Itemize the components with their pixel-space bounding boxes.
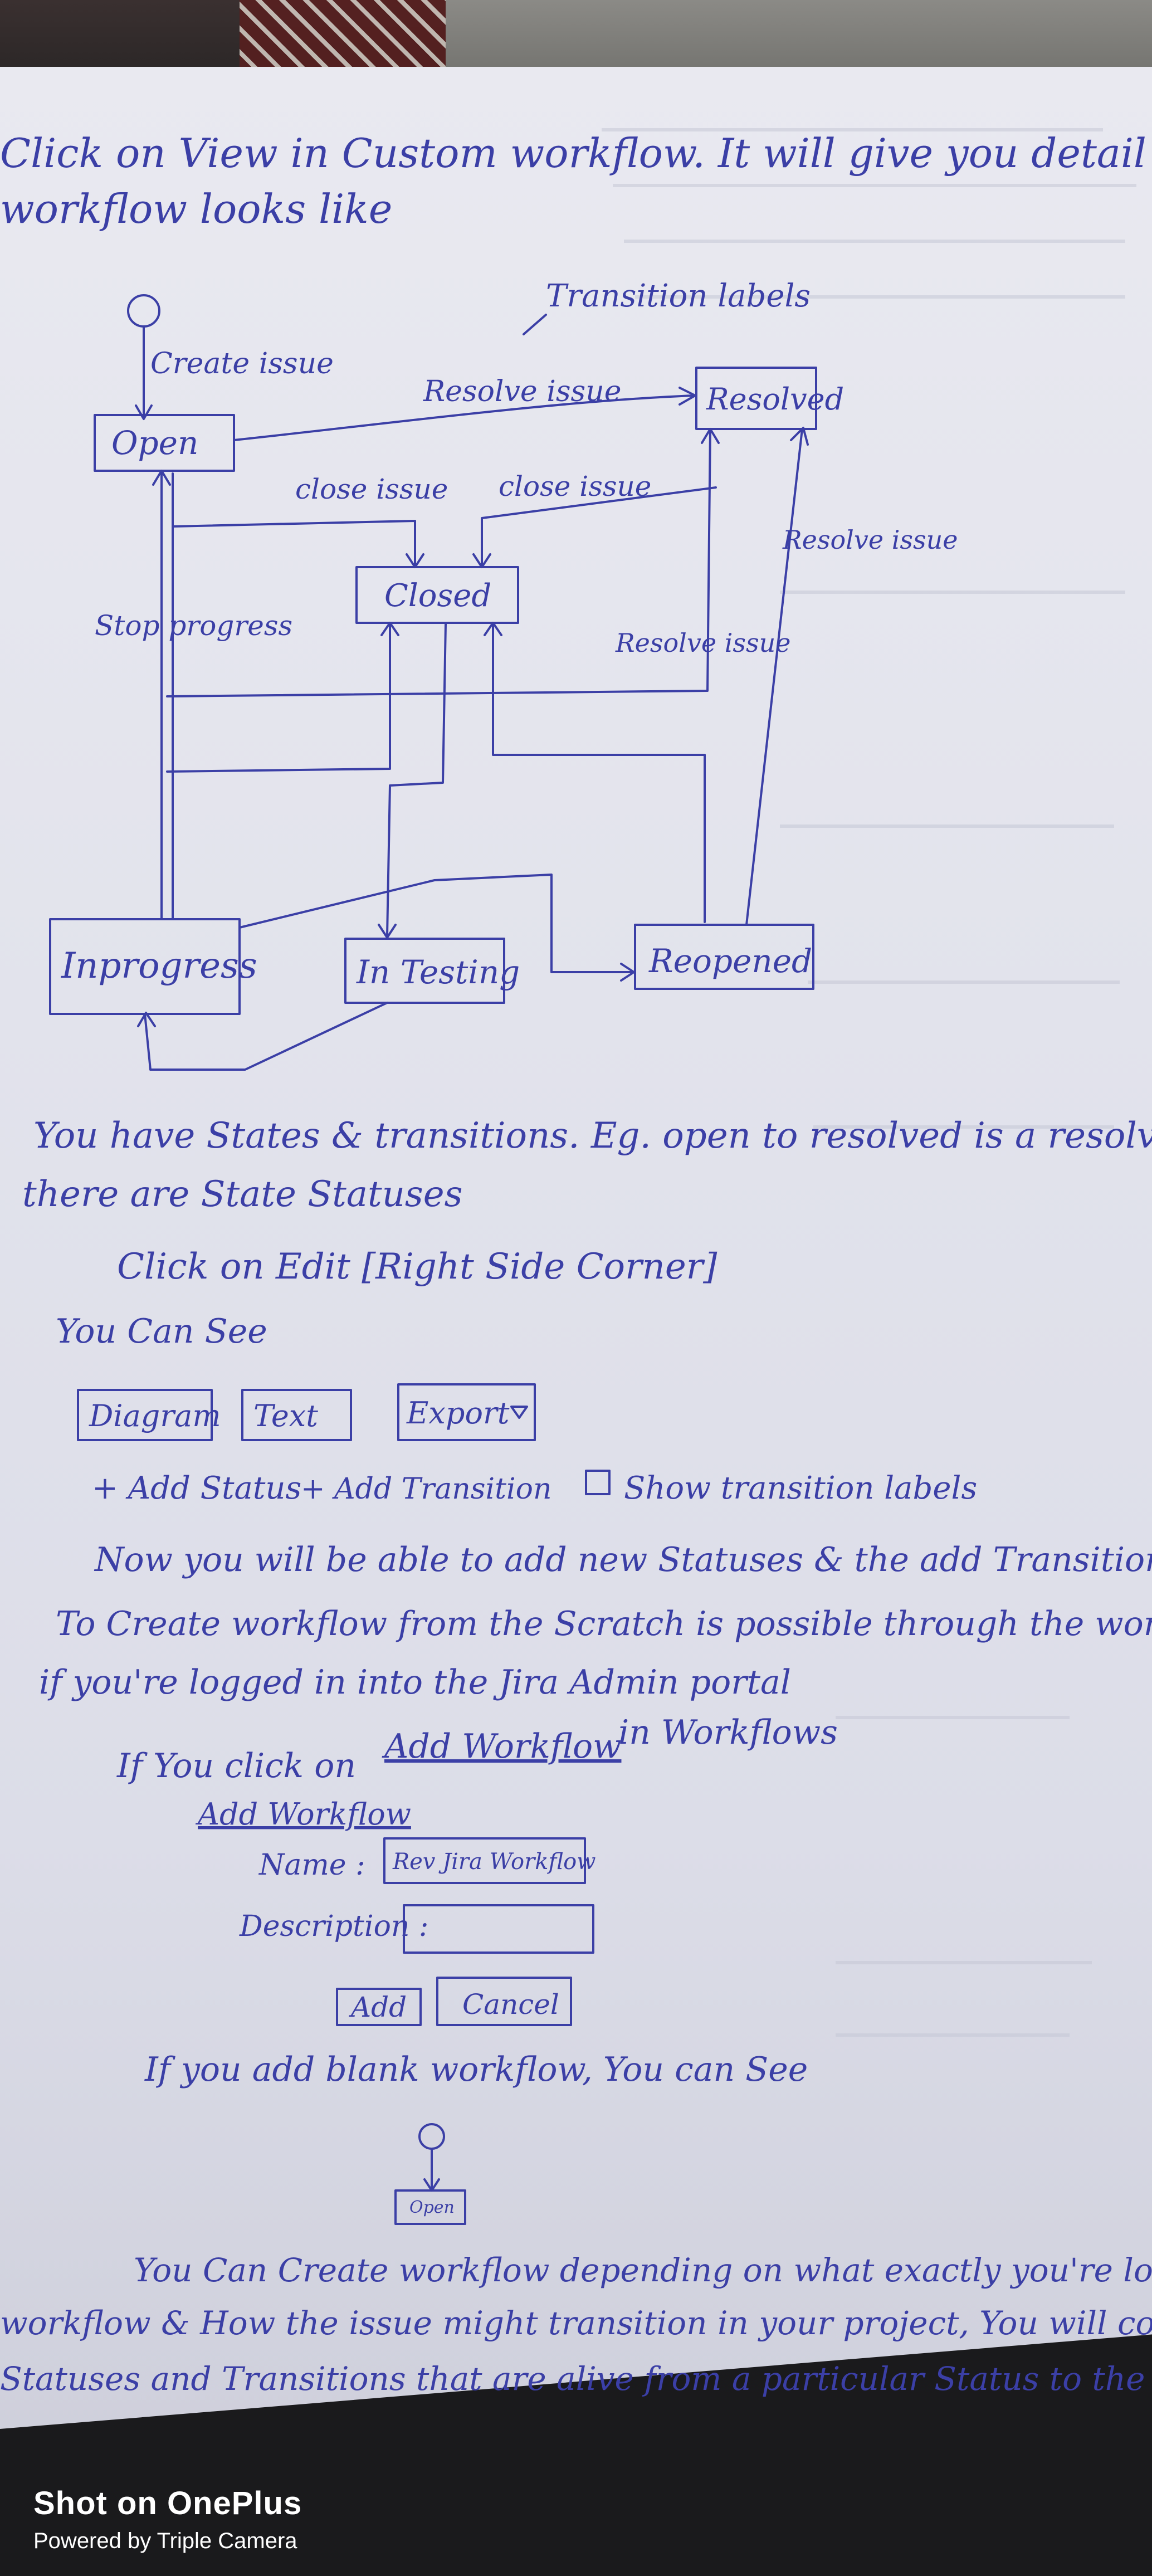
form-name-value: Rev Jira Workflow [392, 1849, 595, 1875]
label-resolve-issue-top: Resolve issue [423, 375, 622, 408]
carpet-texture [240, 0, 451, 72]
camera-watermark: Shot on OnePlus Powered by Triple Camera [33, 2485, 302, 2554]
state-intesting [344, 938, 505, 1004]
state-closed [355, 566, 519, 624]
state-closed-label: Closed [384, 578, 491, 614]
mini-state-open-label: Open [409, 2198, 455, 2217]
note-line-7: if you're logged in into the Jira Admin … [39, 1663, 791, 1702]
form-name-field[interactable] [383, 1837, 586, 1884]
mini-start-node [418, 2123, 445, 2150]
start-node [127, 294, 160, 328]
add-workflow-form-sketch: Add Workflow Name : Rev Jira Workflow De… [195, 1797, 595, 2026]
state-reopened-label: Reopened [648, 942, 812, 980]
form-name-label: Name : [258, 1848, 365, 1882]
show-labels-checkbox[interactable] [585, 1470, 611, 1495]
label-close-issue-left: close issue [295, 473, 448, 505]
form-add-label: Add [349, 1991, 407, 2023]
form-cancel-label: Cancel [462, 1988, 559, 2021]
blank-workflow-sketch: Open [394, 2123, 466, 2225]
mini-state-open [394, 2189, 466, 2225]
label-stop-progress: Stop progress [95, 609, 292, 642]
tab-text-label: Text [253, 1398, 318, 1433]
label-resolve-issue-right: Resolve issue [782, 525, 958, 555]
watermark-subtitle: Powered by Triple Camera [33, 2529, 297, 2553]
state-resolved-label: Resolved [706, 382, 844, 417]
note-line-10: You Can Create workflow depending on wha… [134, 2251, 1152, 2289]
note-line-4: You Can See [56, 1312, 267, 1351]
note-line-3: Click on Edit [Right Side Corner] [117, 1246, 717, 1287]
watermark-title: Shot on OnePlus [33, 2485, 302, 2521]
tab-diagram-label: Diagram [89, 1398, 221, 1433]
label-close-issue-right: close issue [499, 470, 651, 502]
note-line-1: You have States & transitions. Eg. open … [33, 1115, 1152, 1157]
state-resolved [695, 367, 817, 430]
label-create-issue: Create issue [150, 347, 334, 380]
state-inprogress-label: Inprogress [61, 945, 257, 987]
form-description-label: Description : [239, 1910, 428, 1943]
add-transition-link[interactable]: + Add Transition [301, 1472, 551, 1506]
note-line-11: workflow & How the issue might transitio… [0, 2304, 1152, 2342]
transition-labels-annotation: Transition labels [546, 278, 811, 314]
state-reopened [634, 924, 814, 990]
note-line-8-suffix: in Workflows [618, 1713, 838, 1752]
form-cancel-button[interactable] [436, 1977, 572, 2026]
show-labels-label: Show transition labels [624, 1470, 977, 1506]
tab-diagram[interactable] [77, 1389, 213, 1441]
form-add-button[interactable] [336, 1988, 422, 2026]
label-resolve-issue-mid: Resolve issue [615, 628, 790, 658]
note-line-6: To Create workflow from the Scratch is p… [56, 1604, 1152, 1643]
state-open [94, 414, 235, 472]
tab-row-sketch: Diagram Text Export [77, 1383, 536, 1441]
state-open-label: Open [111, 424, 198, 462]
bleed-through-text [602, 128, 1136, 2037]
tab-text[interactable] [241, 1389, 352, 1441]
add-status-link[interactable]: + Add Status [92, 1470, 301, 1506]
note-line-9: If you add blank workflow, You can See [144, 2050, 808, 2089]
form-description-field[interactable] [403, 1904, 594, 1954]
intro-line-2: workflow looks like [0, 186, 392, 232]
form-title: Add Workflow [195, 1797, 411, 1832]
note-line-5: Now you will be able to add new Statuses… [94, 1540, 1152, 1579]
intro-line-1: Click on View in Custom workflow. It wil… [0, 130, 1152, 177]
chevron-down-icon [510, 1406, 528, 1419]
workflow-diagram: Create issue Transition labels Open Reso… [49, 278, 958, 1071]
note-line-2: there are State Statuses [22, 1174, 462, 1215]
add-workflow-link[interactable]: Add Workflow [382, 1727, 621, 1766]
tab-export-label: Export [406, 1396, 510, 1431]
note-line-8-prefix: If You click on [116, 1746, 356, 1785]
tab-export[interactable] [397, 1383, 536, 1441]
note-line-12: Statuses and Transitions that are alive … [0, 2360, 1152, 2398]
state-intesting-label: In Testing [356, 953, 520, 991]
